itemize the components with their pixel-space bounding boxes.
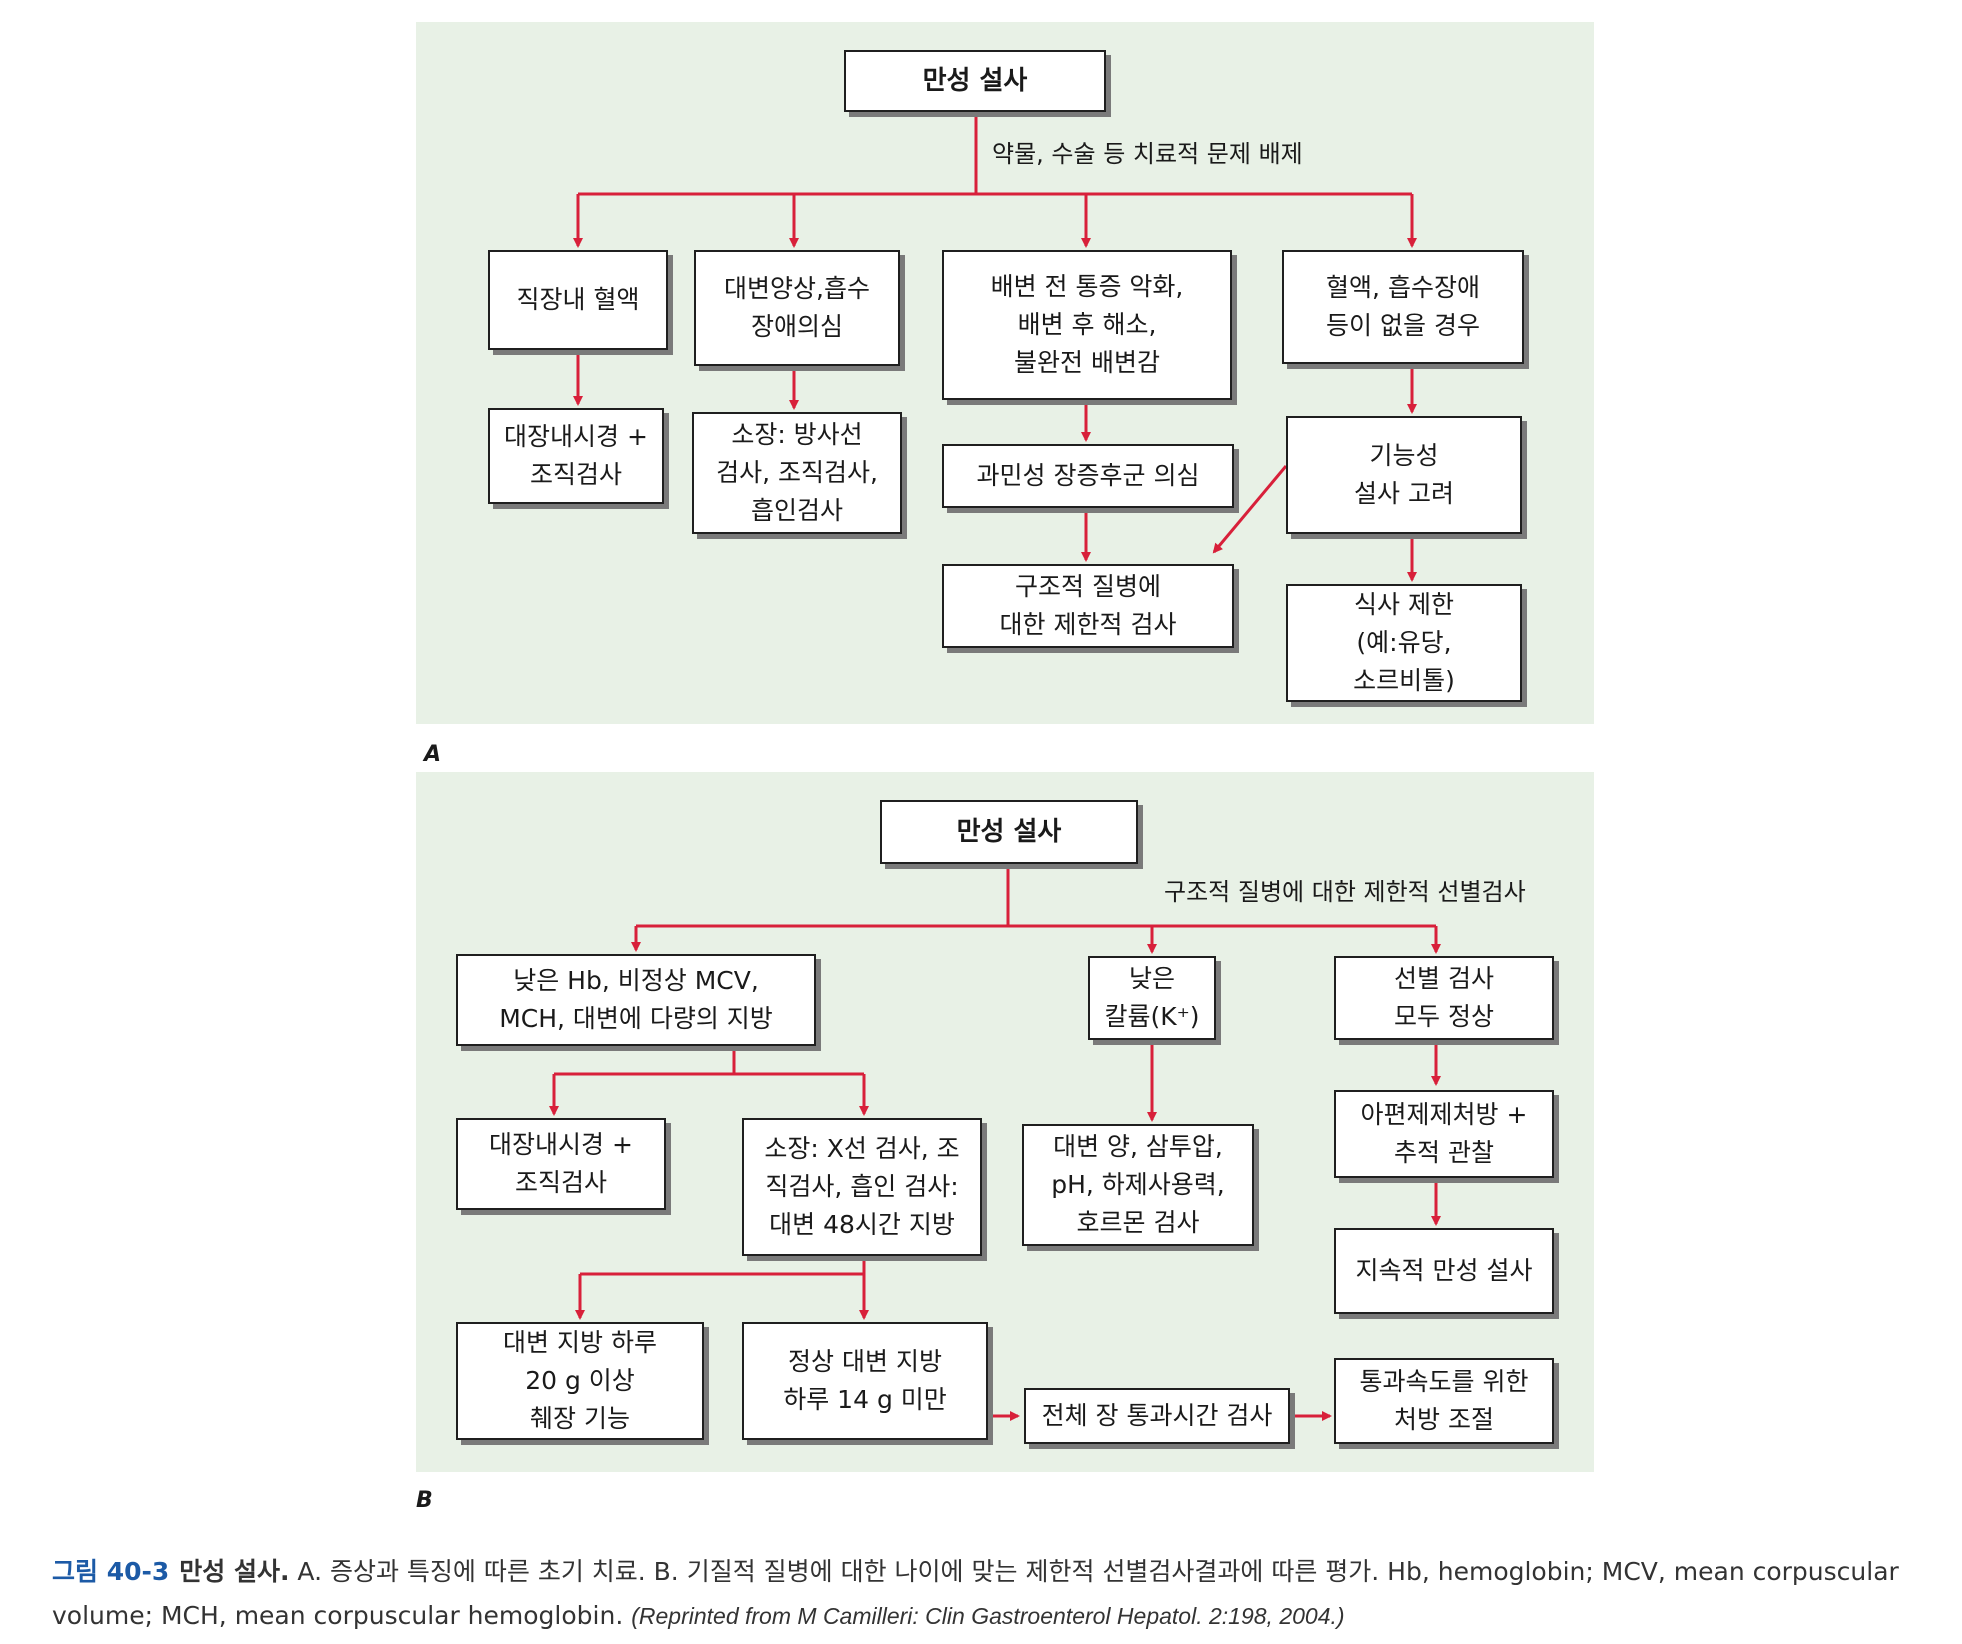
a-branch4-final-box: 식사 제한 (예:유당, 소르비톨) <box>1286 584 1522 702</box>
b-branch3-box: 선별 검사 모두 정상 <box>1334 956 1554 1040</box>
a-branch1-result-label: 대장내시경 + 조직검사 <box>504 422 648 489</box>
a-branch4-result-label: 기능성 설사 고려 <box>1354 441 1454 508</box>
a-branch3-result-label: 과민성 장증후군 의심 <box>976 461 1200 490</box>
b-root-box: 만성 설사 <box>880 800 1138 864</box>
b-branch2-result-label: 대변 양, 삼투압, pH, 하제사용력, 호르몬 검사 <box>1051 1132 1225 1237</box>
b-branch2-label: 낮은 칼륨(K⁺) <box>1104 964 1200 1031</box>
a-branch4-result-box: 기능성 설사 고려 <box>1286 416 1522 534</box>
b-branch1-b1-label: 대변 지방 하루 20 g 이상 췌장 기능 <box>503 1328 657 1433</box>
b-transit-test-label: 전체 장 통과시간 검사 <box>1041 1401 1273 1430</box>
b-branch1-label: 낮은 Hb, 비정상 MCV, MCH, 대변에 다량의 지방 <box>499 966 773 1033</box>
b-branch3-label: 선별 검사 모두 정상 <box>1394 964 1494 1031</box>
a-branch1-box: 직장내 혈액 <box>488 250 668 350</box>
b-branch3-result-box: 아편제제처방 + 추적 관찰 <box>1334 1090 1554 1178</box>
b-branch1-b-box: 소장: X선 검사, 조 직검사, 흡인 검사: 대변 48시간 지방 <box>742 1118 982 1256</box>
panel-a-label: A <box>424 742 442 767</box>
b-branch3-final-label: 지속적 만성 설사 <box>1355 1256 1533 1285</box>
b-branch1-b2-label: 정상 대변 지방 하루 14 g 미만 <box>783 1347 947 1414</box>
a-branch2-label: 대변양상,흡수 장애의심 <box>724 274 870 341</box>
caption-reference: (Reprinted from M Camilleri: Clin Gastro… <box>631 1603 1345 1629</box>
a-branch3-final-label: 구조적 질병에 대한 제한적 검사 <box>999 572 1177 639</box>
b-transit-adjust-label: 통과속도를 위한 처방 조절 <box>1359 1367 1529 1434</box>
a-branch4-label: 혈액, 흡수장애 등이 없을 경우 <box>1326 273 1480 340</box>
caption-title: 만성 설사. <box>179 1557 290 1586</box>
a-root-box: 만성 설사 <box>844 50 1106 112</box>
a-branch2-result-label: 소장: 방사선 검사, 조직검사, 흡인검사 <box>716 420 878 525</box>
caption-body: A. 증상과 특징에 따른 초기 치료. B. 기질적 질병에 대한 나이에 맞… <box>52 1557 1899 1630</box>
b-branch2-box: 낮은 칼륨(K⁺) <box>1088 956 1216 1040</box>
b-branch1-box: 낮은 Hb, 비정상 MCV, MCH, 대변에 다량의 지방 <box>456 954 816 1046</box>
b-root-note: 구조적 질병에 대한 제한적 선별검사 <box>1164 878 1526 906</box>
b-branch1-b1-box: 대변 지방 하루 20 g 이상 췌장 기능 <box>456 1322 704 1440</box>
b-branch1-a-box: 대장내시경 + 조직검사 <box>456 1118 666 1210</box>
a-branch3-box: 배변 전 통증 악화, 배변 후 해소, 불완전 배변감 <box>942 250 1232 400</box>
b-branch3-result-label: 아편제제처방 + 추적 관찰 <box>1360 1100 1528 1167</box>
b-branch2-result-box: 대변 양, 삼투압, pH, 하제사용력, 호르몬 검사 <box>1022 1124 1254 1246</box>
b-branch1-b2-box: 정상 대변 지방 하루 14 g 미만 <box>742 1322 988 1440</box>
b-root-label: 만성 설사 <box>956 817 1062 847</box>
b-branch1-a-label: 대장내시경 + 조직검사 <box>489 1130 633 1197</box>
a-root-note: 약물, 수술 등 치료적 문제 배제 <box>992 140 1303 168</box>
a-branch4-final-label: 식사 제한 (예:유당, 소르비톨) <box>1353 590 1455 695</box>
panel-b-label: B <box>416 1488 433 1513</box>
a-branch1-result-box: 대장내시경 + 조직검사 <box>488 408 664 504</box>
figure-caption: 그림 40-3 만성 설사. A. 증상과 특징에 따른 초기 치료. B. 기질… <box>52 1550 1942 1638</box>
b-transit-test-box: 전체 장 통과시간 검사 <box>1024 1388 1290 1444</box>
a-root-label: 만성 설사 <box>922 66 1028 96</box>
b-transit-adjust-box: 통과속도를 위한 처방 조절 <box>1334 1358 1554 1444</box>
a-branch1-label: 직장내 혈액 <box>516 285 640 314</box>
a-branch2-result-box: 소장: 방사선 검사, 조직검사, 흡인검사 <box>692 412 902 534</box>
a-branch3-label: 배변 전 통증 악화, 배변 후 해소, 불완전 배변감 <box>990 272 1184 377</box>
a-branch4-box: 혈액, 흡수장애 등이 없을 경우 <box>1282 250 1524 364</box>
b-branch1-b-label: 소장: X선 검사, 조 직검사, 흡인 검사: 대변 48시간 지방 <box>764 1134 960 1239</box>
b-branch3-final-box: 지속적 만성 설사 <box>1334 1228 1554 1314</box>
caption-figure-number: 그림 40-3 <box>52 1557 170 1586</box>
a-branch2-box: 대변양상,흡수 장애의심 <box>694 250 900 366</box>
a-arrow-functional-to-structural <box>1212 465 1288 554</box>
a-branch3-result-box: 과민성 장증후군 의심 <box>942 444 1234 508</box>
a-branch3-final-box: 구조적 질병에 대한 제한적 검사 <box>942 564 1234 648</box>
